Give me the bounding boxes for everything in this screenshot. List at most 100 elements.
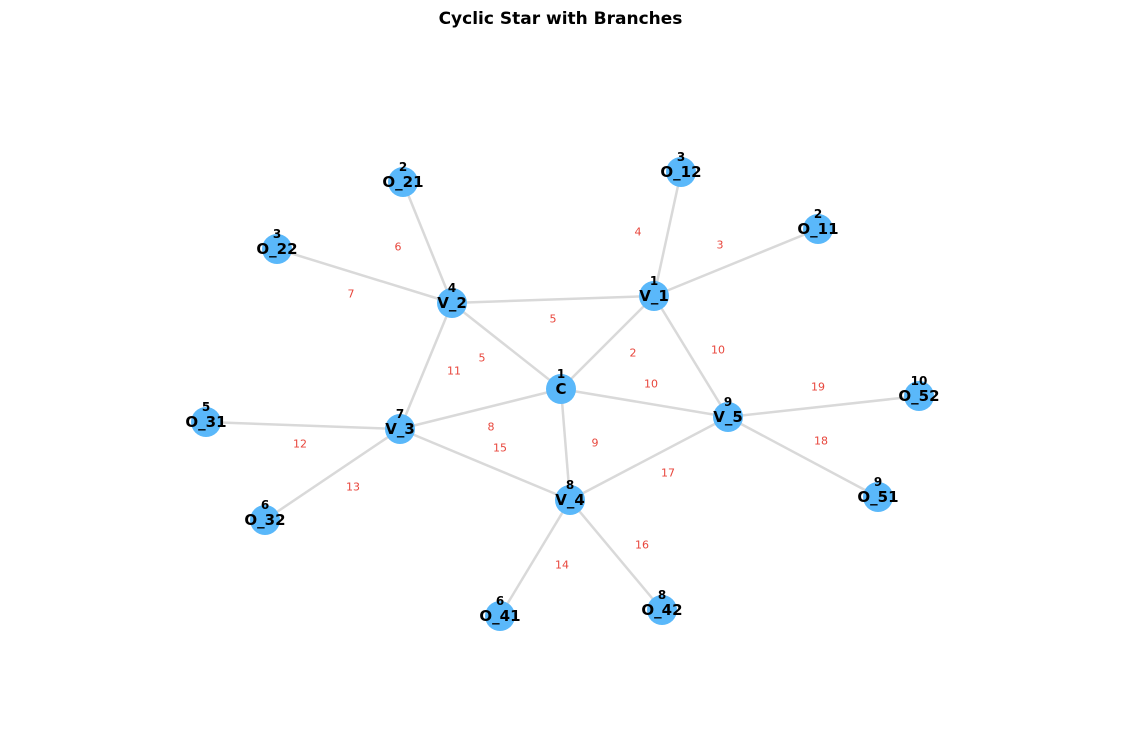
node-circle-v4: [555, 485, 585, 515]
node-label-o51: O_51: [857, 488, 898, 506]
edge-weight-v1-o11: 3: [717, 239, 724, 252]
node-rank-c: 1: [557, 367, 565, 381]
node-rank-v4: 8: [566, 478, 574, 492]
node-rank-o31: 5: [202, 400, 210, 414]
node-o42: O_428: [641, 588, 683, 625]
diagram-title: Cyclic Star with Branches: [438, 9, 683, 29]
node-rank-v1: 1: [650, 274, 658, 288]
node-rank-o12: 3: [677, 150, 685, 164]
node-rank-o51: 9: [874, 475, 882, 489]
node-v3: V_37: [385, 407, 415, 444]
edge-c-v1: [560, 295, 655, 390]
node-circle-o12: [666, 157, 696, 187]
node-label-v2: V_2: [437, 294, 467, 312]
edge-v1-o12: [652, 171, 683, 297]
edges-layer: [205, 171, 920, 617]
node-label-o41: O_41: [479, 607, 520, 625]
node-rank-o42: 8: [658, 588, 666, 602]
edge-c-v3: [399, 387, 562, 431]
node-label-c: C: [555, 380, 566, 398]
node-circle-o41: [485, 601, 515, 631]
node-circle-o42: [647, 595, 677, 625]
edge-weight-v4-o42: 16: [635, 539, 649, 552]
edge-weight-v3-o32: 13: [346, 481, 360, 494]
edge-weight-v4-v5: 17: [661, 467, 675, 480]
node-rank-o21: 2: [399, 160, 407, 174]
edge-c-v5: [560, 387, 729, 419]
edge-v5-o51: [727, 415, 879, 499]
node-c: C1: [546, 367, 576, 404]
node-circle-v2: [437, 288, 467, 318]
node-label-o31: O_31: [185, 413, 226, 431]
node-label-v4: V_4: [555, 491, 585, 509]
edge-v1-o11: [653, 227, 819, 298]
edge-weight-v3-o31: 12: [293, 438, 307, 451]
edge-weight-v4-o41: 14: [555, 559, 569, 572]
edge-c-v4: [559, 388, 572, 501]
edge-weight-v5-o52: 19: [811, 381, 825, 394]
node-rank-o32: 6: [261, 498, 269, 512]
edge-v3-v4: [399, 427, 571, 502]
node-label-v1: V_1: [639, 287, 669, 305]
node-o12: O_123: [660, 150, 702, 187]
node-rank-o41: 6: [496, 594, 504, 608]
node-o51: O_519: [857, 475, 899, 512]
node-o41: O_416: [479, 594, 521, 631]
node-circle-v1: [639, 281, 669, 311]
edge-v4-o42: [569, 499, 663, 611]
edge-weight-c-v5: 10: [644, 378, 658, 391]
edge-v3-o32: [264, 427, 401, 522]
node-rank-o52: 10: [911, 374, 928, 388]
node-circle-v3: [385, 414, 415, 444]
node-label-v5: V_5: [713, 408, 743, 426]
node-circle-c: [546, 374, 576, 404]
node-o32: O_326: [244, 498, 286, 535]
edge-v1-v2: [451, 294, 655, 305]
edge-v5-o52: [727, 394, 920, 419]
node-v4: V_48: [555, 478, 585, 515]
edge-v4-o41: [498, 499, 572, 617]
node-label-v3: V_3: [385, 420, 415, 438]
node-rank-v2: 4: [448, 281, 456, 295]
node-rank-o22: 3: [273, 227, 281, 241]
edge-weight-v5-v1: 10: [711, 344, 725, 357]
edge-weight-v2-o22: 7: [348, 288, 355, 301]
node-o31: O_315: [185, 400, 227, 437]
edge-weight-v3-v4: 15: [493, 442, 507, 455]
node-circle-o51: [863, 482, 893, 512]
node-o11: O_112: [797, 207, 839, 244]
edge-weight-v5-o51: 18: [814, 435, 828, 448]
edge-weight-c-v2: 5: [479, 352, 486, 365]
node-circle-o31: [191, 407, 221, 437]
node-rank-o11: 2: [814, 207, 822, 221]
edge-weight-v1-v2: 5: [550, 313, 557, 326]
node-v5: V_59: [713, 395, 743, 432]
node-rank-v3: 7: [396, 407, 404, 421]
node-label-o42: O_42: [641, 601, 682, 619]
node-v2: V_24: [437, 281, 467, 318]
edge-v2-o21: [401, 181, 454, 304]
node-circle-v5: [713, 402, 743, 432]
edge-v2-v3: [398, 302, 454, 430]
edge-v2-o22: [276, 247, 453, 305]
node-label-o11: O_11: [797, 220, 838, 238]
edge-weight-v1-o12: 4: [635, 226, 642, 239]
node-label-o32: O_32: [244, 511, 285, 529]
node-label-o22: O_22: [256, 240, 297, 258]
node-label-o12: O_12: [660, 163, 701, 181]
node-label-o52: O_52: [898, 387, 939, 405]
node-label-o21: O_21: [382, 173, 423, 191]
node-v1: V_11: [639, 274, 669, 311]
node-circle-o32: [250, 505, 280, 535]
edge-weight-v2-v3: 11: [447, 365, 461, 378]
edge-v5-v1: [652, 295, 730, 418]
edge-weight-c-v1: 2: [630, 347, 637, 360]
node-rank-v5: 9: [724, 395, 732, 409]
node-o21: O_212: [382, 160, 424, 197]
edge-v4-v5: [569, 415, 729, 502]
node-circle-o22: [262, 234, 292, 264]
edge-weight-c-v3: 8: [488, 421, 495, 434]
